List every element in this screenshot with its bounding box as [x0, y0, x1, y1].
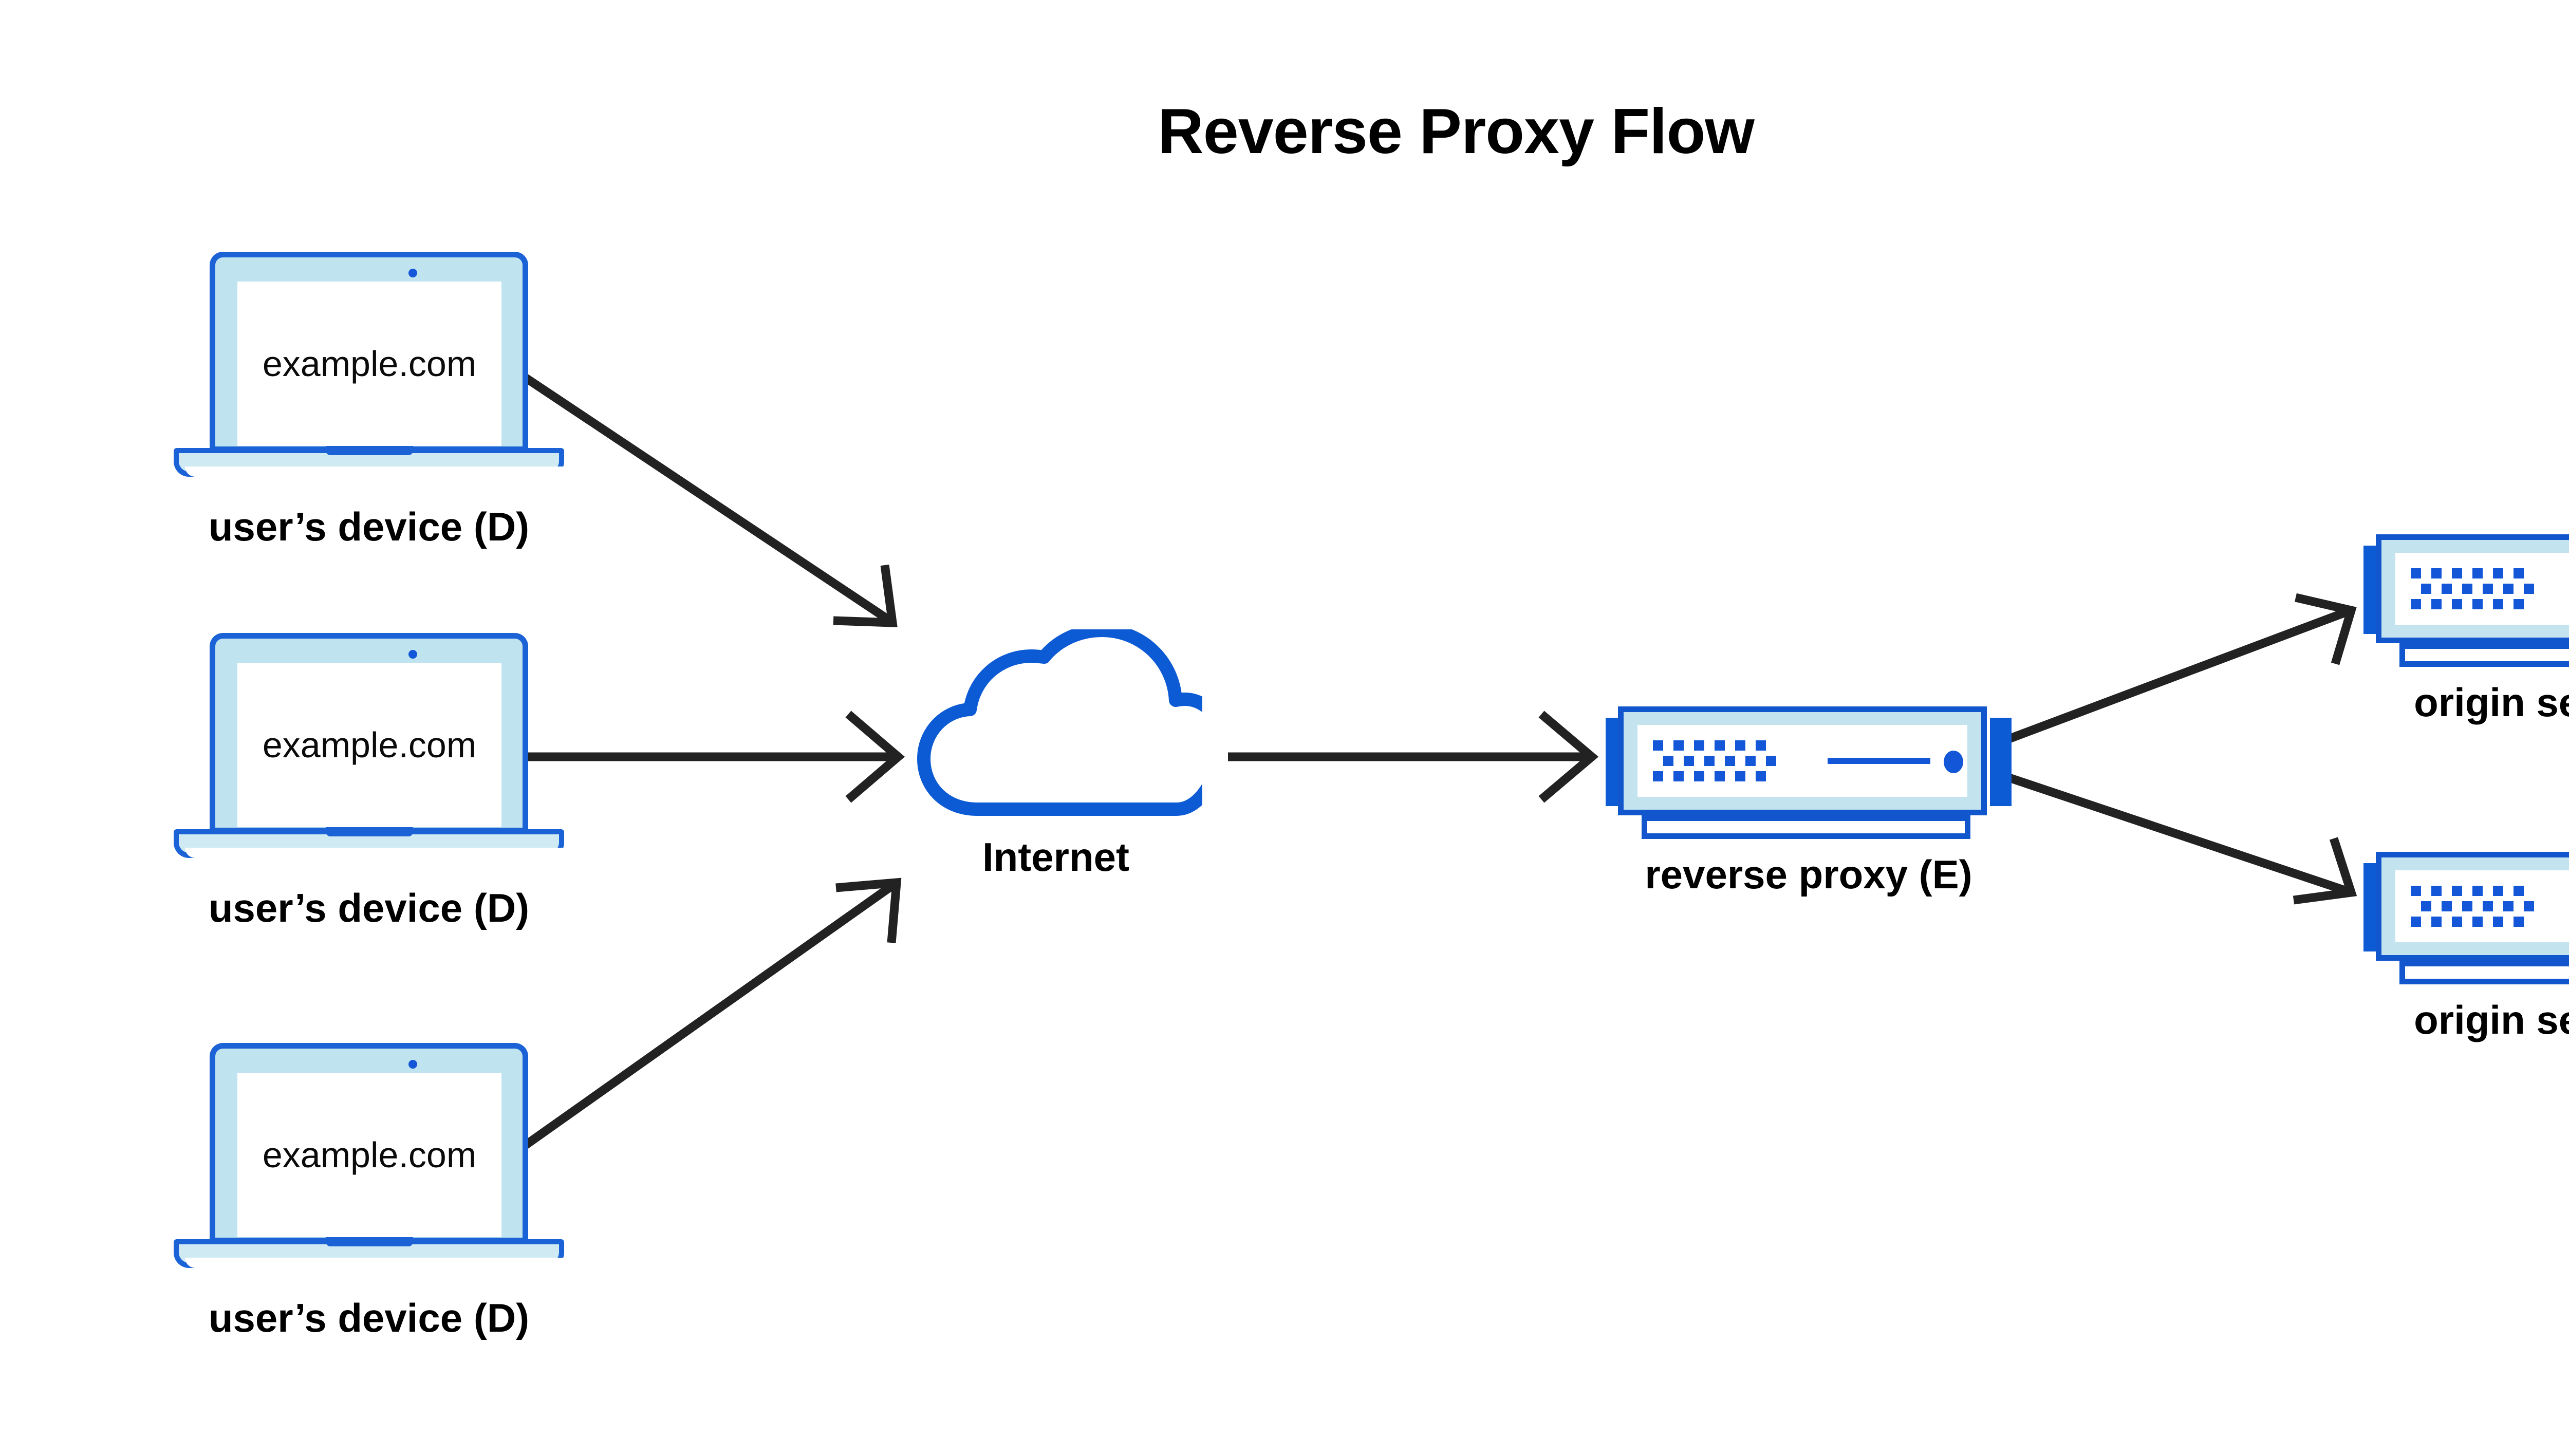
laptop-screen	[237, 663, 501, 827]
laptop-base-lip	[185, 848, 563, 858]
client-node-1[interactable]: example.com user’s device (D)	[174, 252, 564, 560]
edge-internet-to-proxy-arrowhead	[1538, 711, 1599, 803]
server-shelf	[2399, 643, 2569, 667]
webcam-icon	[408, 1060, 417, 1069]
server-shelf	[1642, 815, 1970, 839]
laptop-screen-text: example.com	[262, 1135, 477, 1175]
server-status-line	[1828, 758, 1930, 764]
origin-server-label-1: origin server (F)	[2414, 680, 2569, 725]
client-node-3[interactable]: example.com user’s device (D)	[174, 1043, 564, 1351]
laptop-screen	[237, 1073, 501, 1237]
edge-proxy-to-origin1-arrowhead	[2295, 593, 2357, 665]
edge-proxy-to-origin1	[2005, 607, 2350, 744]
laptop-base-lip	[185, 1258, 563, 1268]
edge-client1-arrowhead	[833, 564, 898, 627]
edge-proxy-to-origin2-arrowhead	[2293, 837, 2357, 905]
edge-proxy-to-origin2	[2005, 772, 2350, 896]
laptop-screen	[237, 282, 501, 446]
webcam-icon	[408, 650, 417, 659]
edge-client3-to-internet	[511, 880, 898, 1157]
edge-client1-to-internet	[511, 366, 894, 626]
origin-server-node-1[interactable]: origin server (F)	[2363, 529, 2569, 745]
laptop-notch	[326, 446, 413, 455]
server-icon	[1606, 701, 2012, 843]
server-led-icon	[1944, 751, 1963, 773]
internet-node[interactable]: Internet	[909, 624, 1228, 897]
laptop-notch	[326, 827, 413, 836]
client-label-2: user’s device (D)	[208, 885, 530, 930]
client-node-2[interactable]: example.com user’s device (D)	[174, 633, 564, 941]
laptop-icon: example.com	[174, 1043, 564, 1268]
server-shelf	[2399, 961, 2569, 984]
client-label-1: user’s device (D)	[208, 504, 530, 549]
origin-server-node-2[interactable]: origin server (F)	[2363, 847, 2569, 1062]
origin-server-label-2: origin server (F)	[2414, 997, 2569, 1042]
laptop-icon: example.com	[174, 252, 564, 477]
laptop-screen-text: example.com	[262, 725, 477, 765]
laptop-base-lip	[185, 466, 563, 477]
reverse-proxy-node[interactable]: reverse proxy (E)	[1606, 701, 2012, 917]
webcam-icon	[408, 269, 417, 277]
laptop-icon: example.com	[174, 633, 564, 858]
internet-label: Internet	[982, 834, 1130, 880]
server-icon	[2363, 529, 2569, 670]
edge-client2-arrowhead	[845, 711, 905, 803]
reverse-proxy-label: reverse proxy (E)	[1645, 852, 1972, 897]
edge-client3-arrowhead	[835, 878, 902, 943]
laptop-notch	[326, 1237, 413, 1246]
cloud-icon	[917, 624, 1228, 816]
server-icon	[2363, 847, 2569, 988]
laptop-screen-text: example.com	[262, 344, 477, 384]
page-title: Reverse Proxy Flow	[1158, 96, 1755, 167]
client-label-3: user’s device (D)	[208, 1295, 530, 1340]
server-tab-right	[1990, 718, 2012, 806]
